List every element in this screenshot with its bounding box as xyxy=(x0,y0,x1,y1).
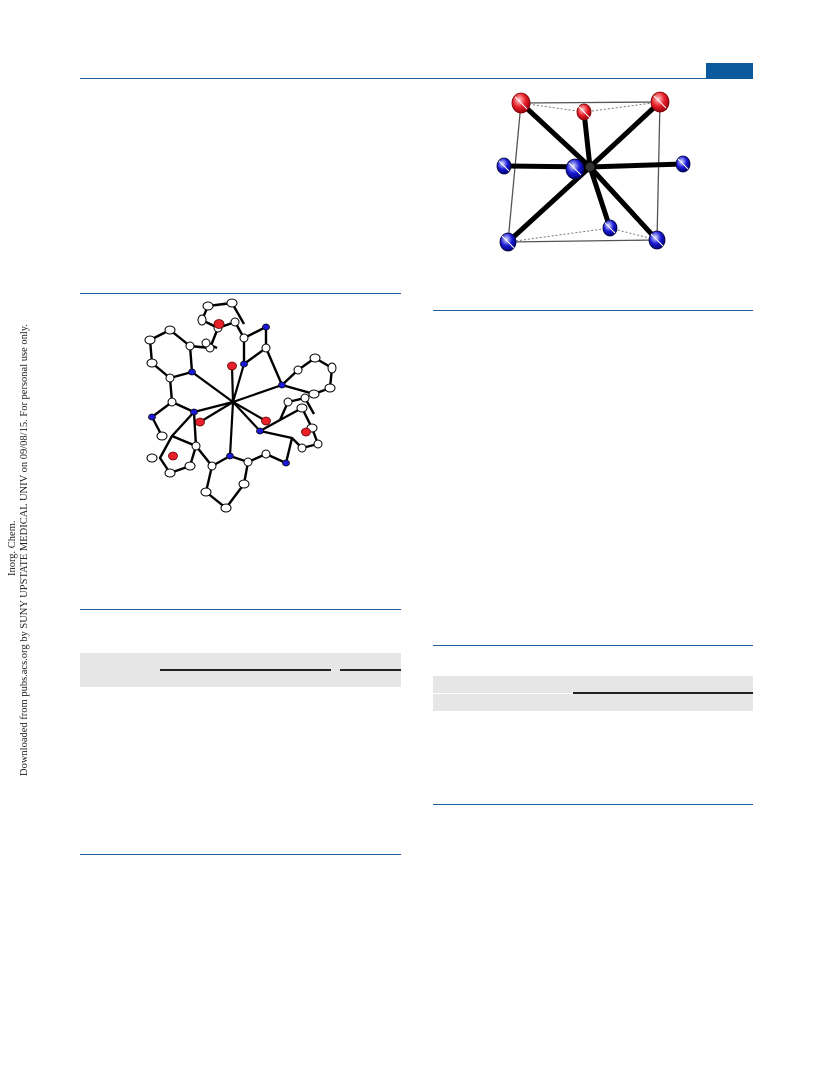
left-rule-1 xyxy=(80,293,401,294)
right-rule-2 xyxy=(433,645,753,646)
right-rule-3 xyxy=(433,804,753,805)
header-rule xyxy=(80,78,753,79)
right-table-header-row1 xyxy=(433,676,753,693)
page-tab-marker xyxy=(706,63,753,79)
sidebar-journal: Inorg. Chem. xyxy=(7,520,18,576)
left-table-span-rule-1 xyxy=(160,669,331,671)
coordination-polyhedron-figure xyxy=(496,91,691,252)
sidebar-download-note: Downloaded from pubs.acs.org by SUNY UPS… xyxy=(19,324,30,776)
left-rule-2 xyxy=(80,609,401,610)
right-rule-1 xyxy=(433,310,753,311)
right-table-header-row2 xyxy=(433,694,753,711)
left-table-span-rule-2 xyxy=(340,669,401,671)
molecular-structure-figure xyxy=(144,298,337,513)
left-rule-3 xyxy=(80,854,401,855)
right-table-span-rule xyxy=(573,692,753,694)
